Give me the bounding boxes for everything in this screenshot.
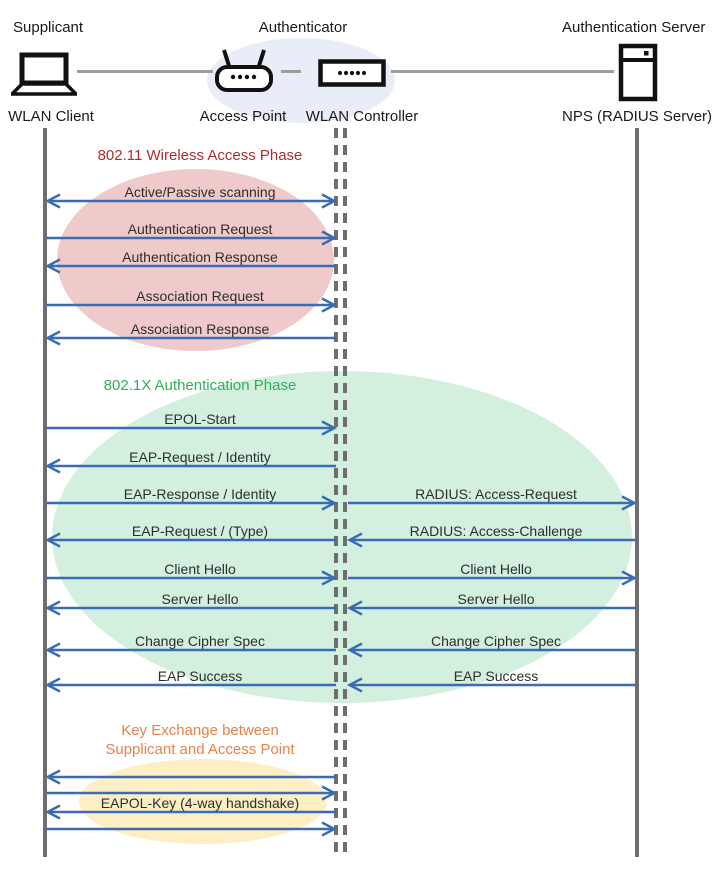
message-label: Client Hello xyxy=(460,561,532,577)
message-label: EAPOL-Key (4-way handshake) xyxy=(100,795,300,811)
message-arrow-left xyxy=(44,769,336,785)
supplicant-lifeline xyxy=(43,128,47,857)
message-arrow-left xyxy=(44,532,336,548)
message-label: RADIUS: Access-Request xyxy=(415,486,577,502)
message-arrow-right xyxy=(46,420,338,436)
message-arrow-left xyxy=(346,642,636,658)
message-arrow-right xyxy=(46,821,338,837)
phase-key-exchange-title-line2: Supplicant and Access Point xyxy=(105,741,295,758)
message-label: Active/Passive scanning xyxy=(124,184,276,200)
message-arrow-left xyxy=(44,458,336,474)
message-label: EAP-Request / (Type) xyxy=(131,523,269,539)
message-label: Server Hello xyxy=(457,591,535,607)
message-arrow-left xyxy=(346,677,636,693)
authentication-server-role-label: Authentication Server xyxy=(562,19,706,36)
message-arrow-left xyxy=(44,258,336,274)
message-label: Server Hello xyxy=(161,591,239,607)
wlan-client-label: WLAN Client xyxy=(8,108,94,125)
phase-80211-title: 802.11 Wireless Access Phase xyxy=(97,147,303,164)
access-point-label: Access Point xyxy=(199,108,287,125)
message-label: EAP-Request / Identity xyxy=(129,449,271,465)
message-label: EAP Success xyxy=(157,668,243,684)
server-lifeline xyxy=(635,128,639,857)
message-label: RADIUS: Access-Challenge xyxy=(409,523,583,539)
message-arrow-right xyxy=(348,570,638,586)
message-arrow-left xyxy=(346,600,636,616)
message-label: EPOL-Start xyxy=(164,411,236,427)
message-arrow-left xyxy=(346,532,636,548)
message-arrow-right xyxy=(46,495,338,511)
phase-key-exchange-title: Key Exchange between Supplicant and Acce… xyxy=(70,721,330,759)
link-controller-server xyxy=(391,70,614,73)
nps-radius-server-label: NPS (RADIUS Server) xyxy=(562,108,713,125)
server-icon xyxy=(618,43,658,102)
message-label: EAP Success xyxy=(453,668,539,684)
wlan-controller-label: WLAN Controller xyxy=(305,108,419,125)
message-arrow-right xyxy=(46,297,338,313)
controller-lifeline-left xyxy=(334,128,338,857)
wlan-controller-icon xyxy=(318,59,386,87)
link-ap-controller xyxy=(281,70,301,73)
message-label: Change Cipher Spec xyxy=(431,633,561,649)
authenticator-role-label: Authenticator xyxy=(258,19,348,36)
message-label: Authentication Request xyxy=(127,221,273,237)
message-label: Client Hello xyxy=(164,561,236,577)
message-label: Association Response xyxy=(130,321,270,337)
supplicant-role-label: Supplicant xyxy=(13,19,84,36)
link-client-ap xyxy=(77,70,213,73)
message-arrow-left xyxy=(44,677,336,693)
phase-key-exchange-title-line1: Key Exchange between xyxy=(121,722,279,739)
phase-80211-ellipse xyxy=(57,169,334,351)
message-label: Change Cipher Spec xyxy=(135,633,265,649)
phase-8021x-ellipse xyxy=(52,371,632,703)
controller-lifeline-right xyxy=(343,128,347,857)
message-label: Association Request xyxy=(136,288,264,304)
message-label: EAP-Response / Identity xyxy=(123,486,277,502)
message-arrow-left xyxy=(44,804,336,820)
phase-8021x-title: 802.1X Authentication Phase xyxy=(103,377,297,394)
message-arrow-left xyxy=(44,330,336,346)
access-point-icon xyxy=(215,49,273,92)
message-arrow-right xyxy=(348,495,638,511)
message-arrow-both xyxy=(44,193,338,209)
message-arrow-left xyxy=(44,600,336,616)
message-arrow-right xyxy=(46,570,338,586)
laptop-icon xyxy=(11,52,77,96)
message-arrow-right xyxy=(46,785,338,801)
message-label: Authentication Response xyxy=(122,249,278,265)
message-arrow-right xyxy=(46,230,338,246)
message-arrow-left xyxy=(44,642,336,658)
